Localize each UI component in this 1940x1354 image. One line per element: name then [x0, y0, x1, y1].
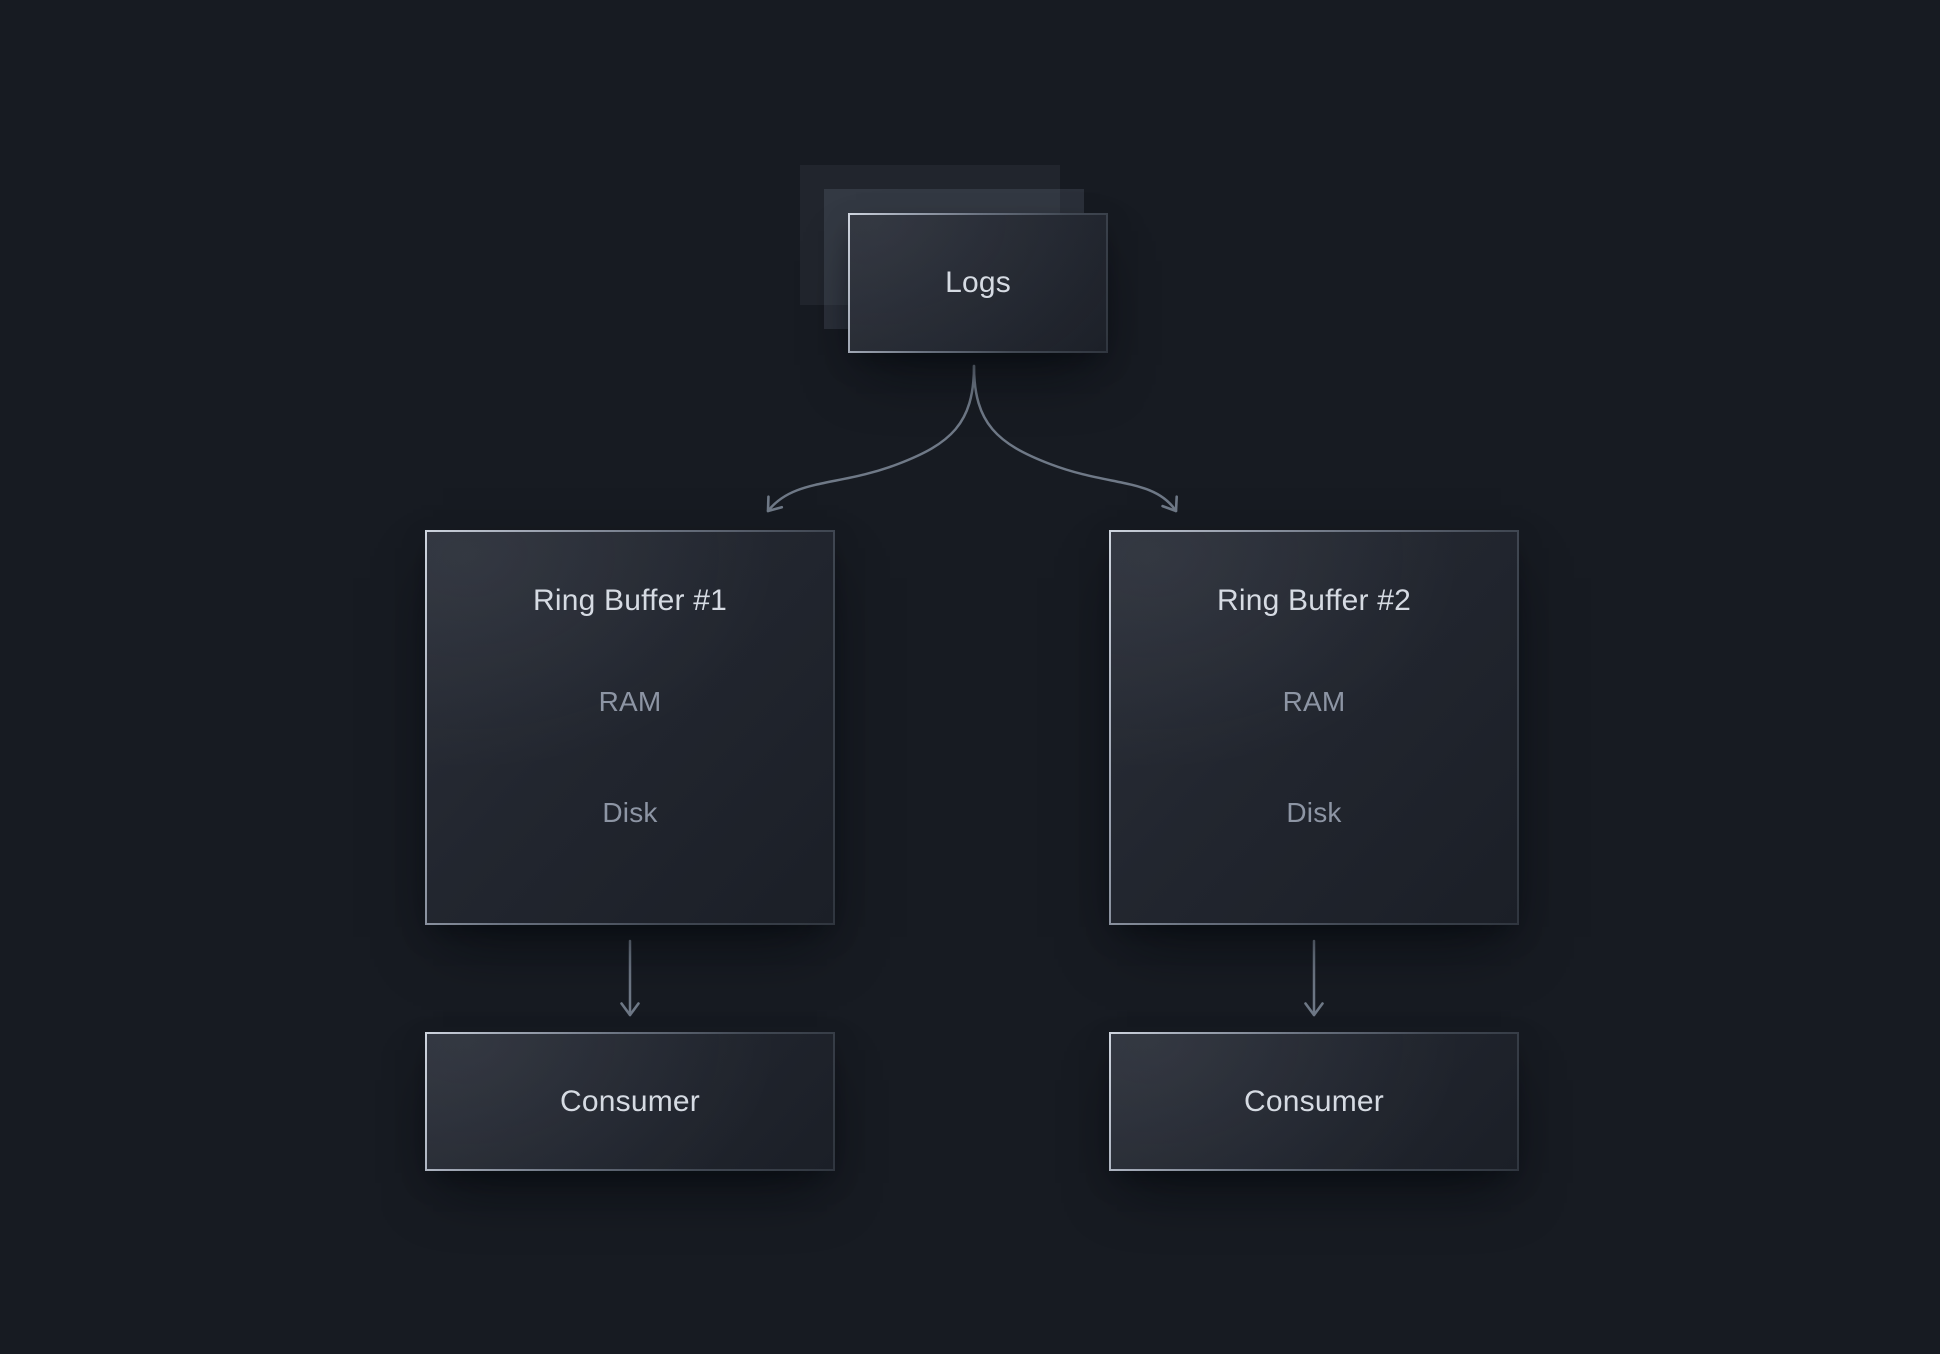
consumer-1-node: Consumer: [425, 1032, 835, 1171]
ring-buffer-2-title: Ring Buffer #2: [1216, 584, 1412, 617]
ring-buffer-1-title: Ring Buffer #1: [532, 584, 728, 617]
ring-buffer-2-ram-label: RAM: [1282, 686, 1346, 717]
consumer-1-label: Consumer: [560, 1084, 700, 1118]
ring-buffer-1-disk-label: Disk: [602, 797, 658, 828]
ring-buffer-2-disk-label: Disk: [1286, 797, 1342, 828]
logs-label: Logs: [945, 266, 1011, 299]
logs-to-ring-buffer-1-arrow: [766, 364, 976, 513]
logs-to-ring-buffer-2-arrow: [972, 364, 1178, 513]
logs-node: Logs: [848, 213, 1108, 353]
consumer-2-node: Consumer: [1109, 1032, 1519, 1171]
ring-buffer-2-node: Ring Buffer #2 RAM Disk: [1109, 530, 1519, 925]
consumer-2-label: Consumer: [1244, 1084, 1384, 1118]
ring-buffer-1-node: Ring Buffer #1 RAM Disk: [425, 530, 835, 925]
ring-buffer-1-ram-label: RAM: [598, 686, 662, 717]
